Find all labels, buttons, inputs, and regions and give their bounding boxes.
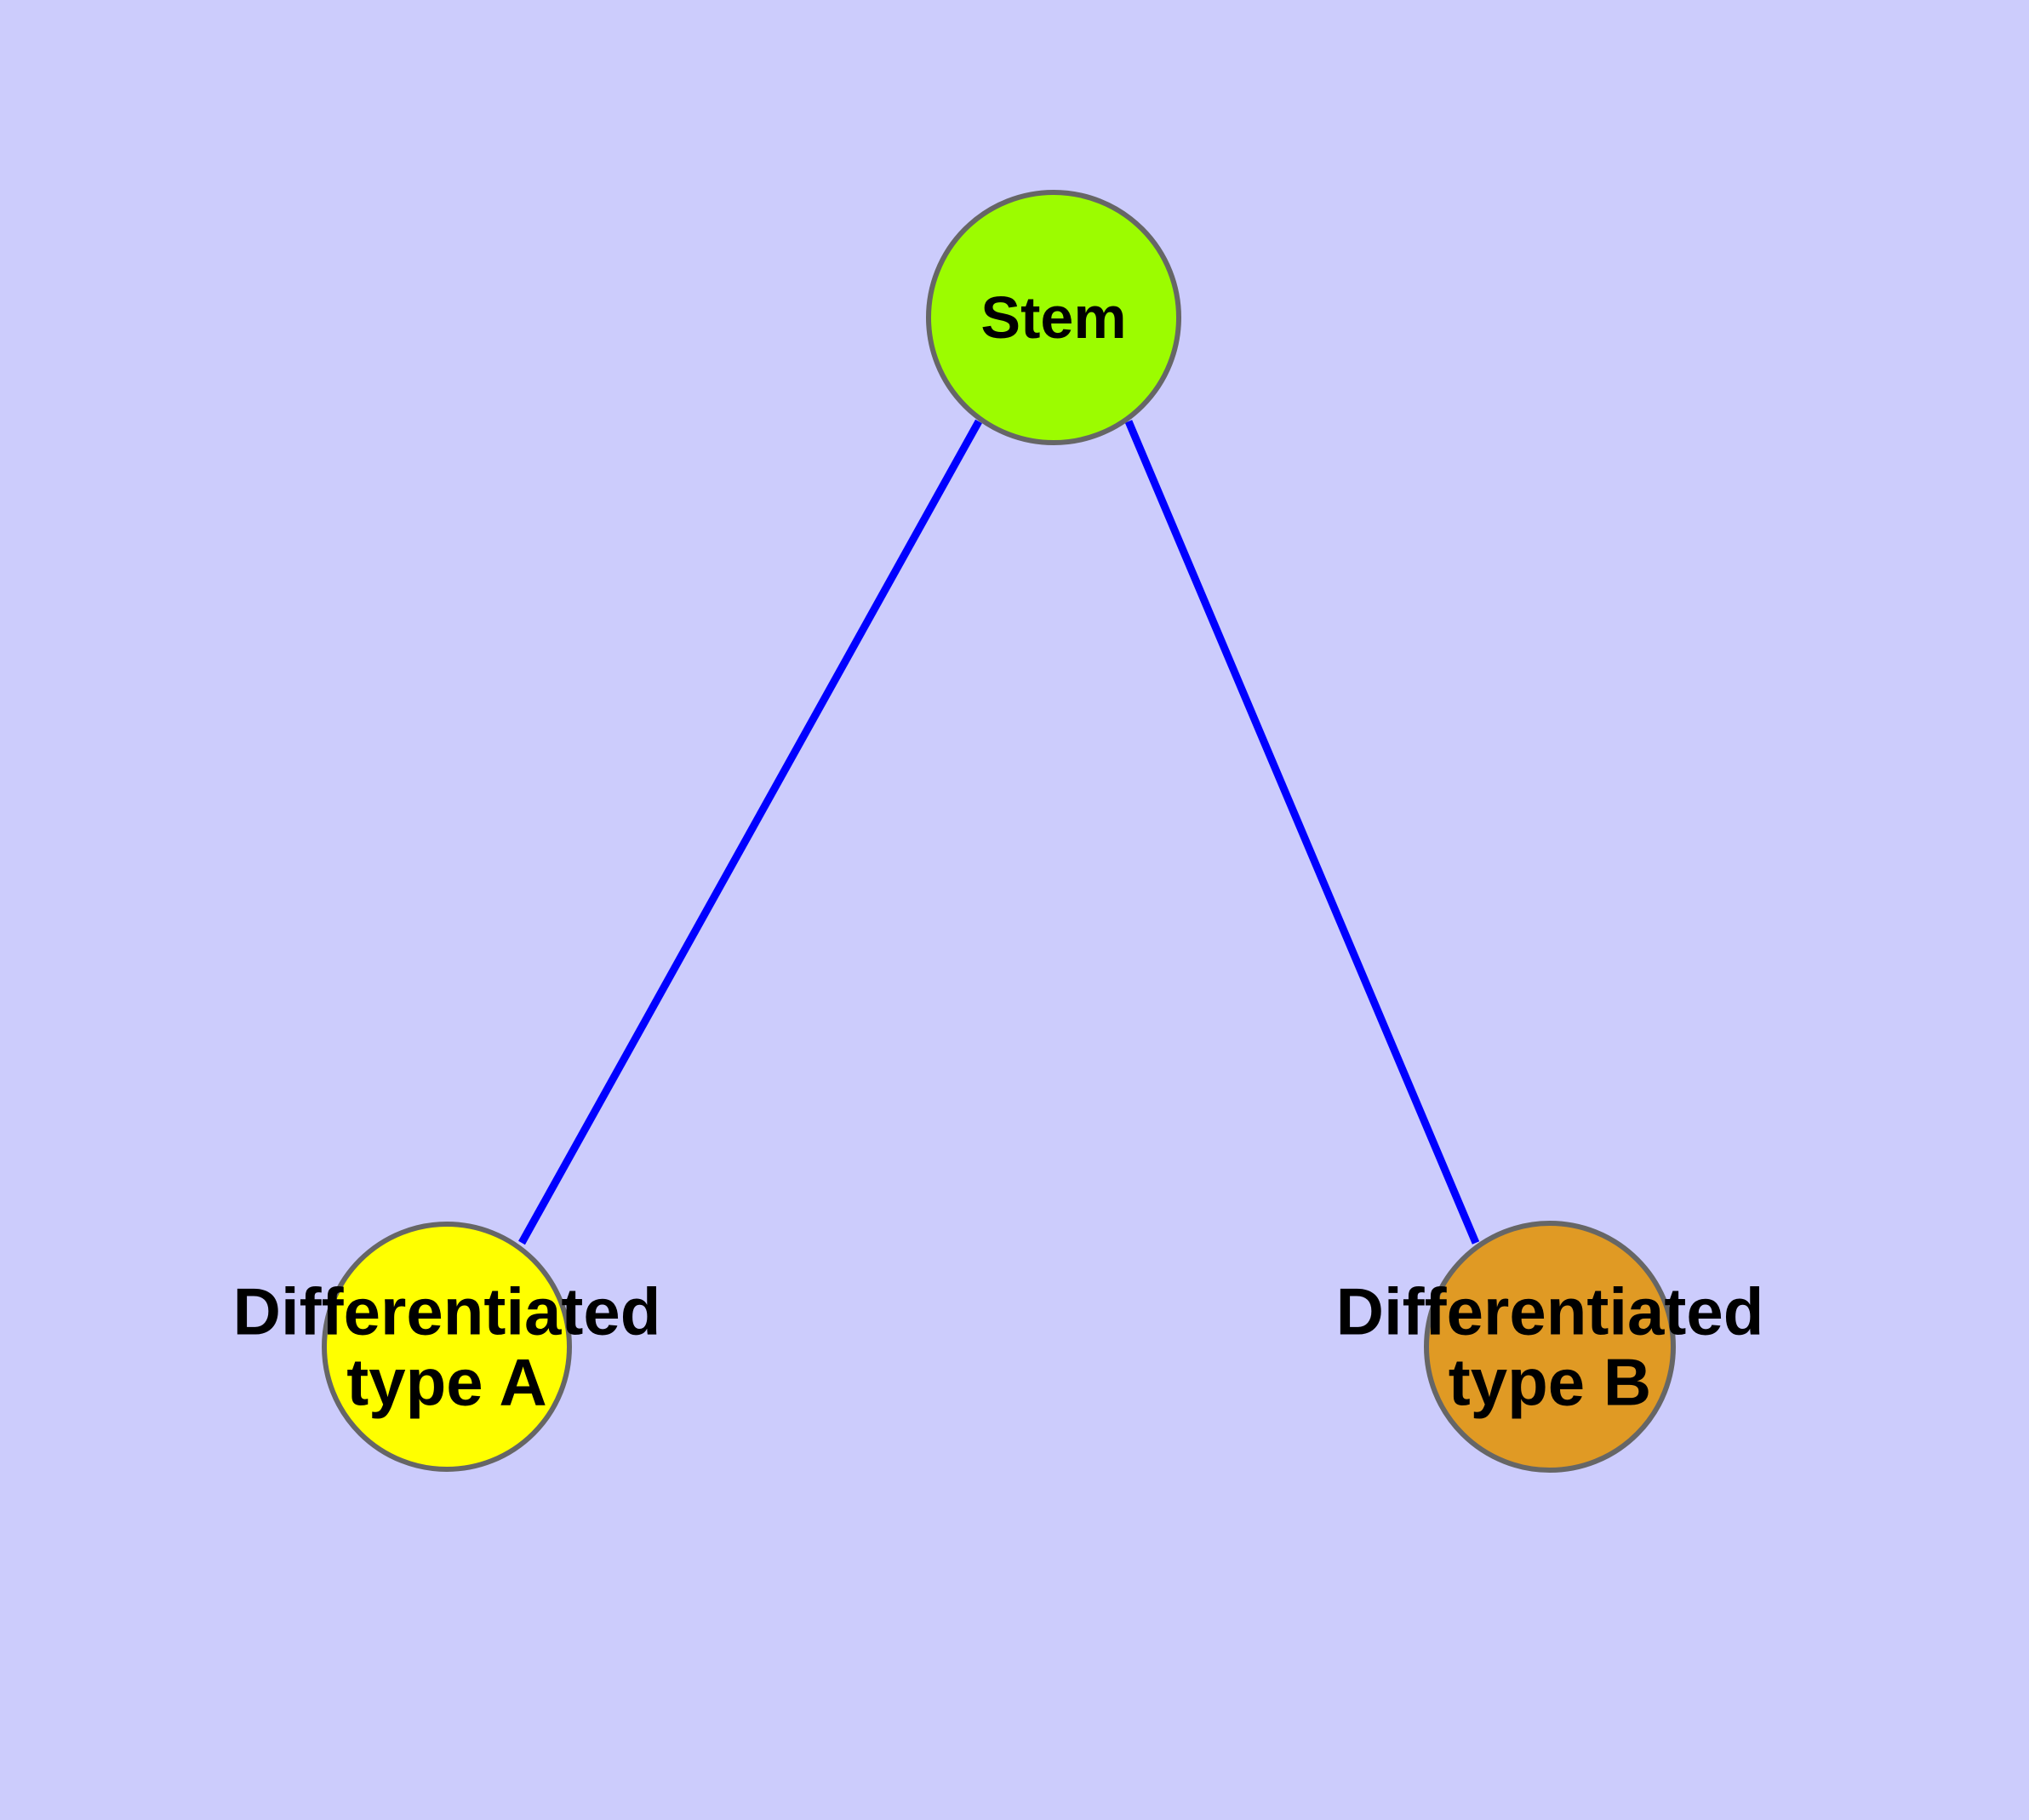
node-diff-b[interactable] [1424, 1221, 1676, 1473]
node-diff-a[interactable] [322, 1222, 572, 1472]
edge-stem-to-diff-a [518, 419, 982, 1245]
edge-stem-to-diff-b [1124, 420, 1480, 1245]
node-stem[interactable] [926, 190, 1181, 445]
